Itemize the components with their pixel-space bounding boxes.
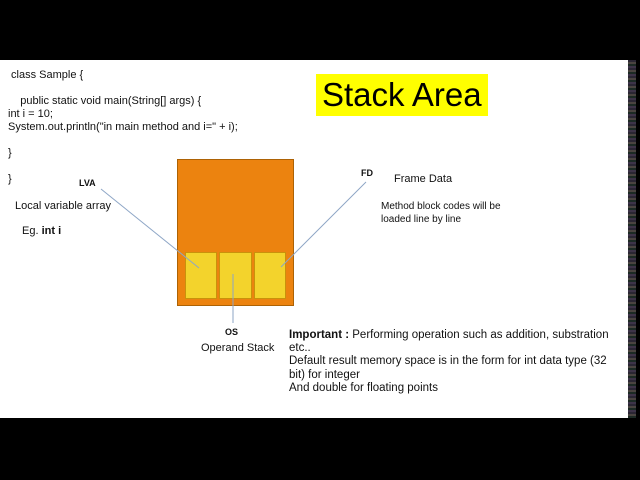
os-description-label: Operand Stack <box>201 342 275 354</box>
lva-description-label: Local variable array <box>15 200 111 212</box>
code-line: class Sample { <box>8 69 84 81</box>
code-line: int i = 10; <box>8 108 53 120</box>
important-label: Important : <box>289 329 350 341</box>
lva-example-label: Eg. int i <box>22 225 61 237</box>
fd-note-label: Method block codes will be loaded line b… <box>381 201 501 225</box>
important-note: Important : Performing operation such as… <box>289 329 640 395</box>
code-line: System.out.println("in main method and i… <box>8 121 238 133</box>
code-line: public static void main(String[] args) { <box>8 95 202 107</box>
frame-data-cell <box>253 252 286 299</box>
video-edge-artifact <box>628 60 636 418</box>
operand-stack-cell <box>219 252 252 299</box>
eg-prefix: Eg. <box>22 225 42 237</box>
os-abbr-label: OS <box>225 327 239 337</box>
code-block: class Sample { public static void main(S… <box>8 69 238 186</box>
important-line: And double for floating points <box>289 381 438 394</box>
important-line: Default result memory space is in the fo… <box>289 355 607 368</box>
important-first-line: Important : Performing operation such as… <box>289 329 640 342</box>
code-line <box>8 134 238 147</box>
fd-description-label: Frame Data <box>394 173 453 185</box>
important-line: bit) for integer <box>289 368 360 381</box>
code-line: } <box>8 173 12 185</box>
code-line: } <box>8 147 12 159</box>
fd-abbr-label: FD <box>361 168 373 178</box>
lva-abbr-label: LVA <box>79 178 96 188</box>
stack-frame-cells <box>185 252 286 299</box>
page-title: Stack Area <box>316 74 488 116</box>
important-extra-lines: etc..Default result memory space is in t… <box>289 342 640 395</box>
stack-frame-box <box>177 159 294 306</box>
code-line <box>8 82 238 95</box>
important-line: etc.. <box>289 342 311 355</box>
local-variable-array-cell <box>185 252 218 299</box>
eg-value: int i <box>41 225 62 237</box>
important-first-line-text: Performing operation such as addition, s… <box>349 329 609 341</box>
